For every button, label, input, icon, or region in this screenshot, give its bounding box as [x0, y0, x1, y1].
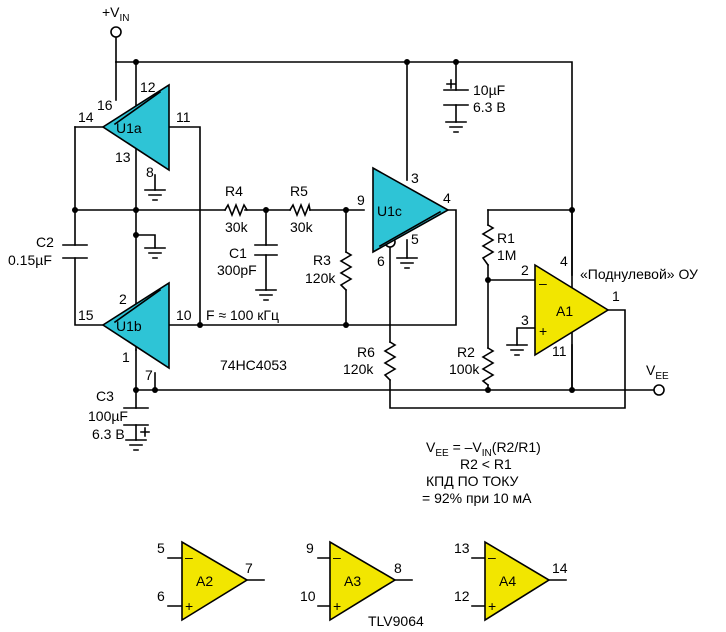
cap-10uf-value-1: 10µF — [473, 82, 505, 98]
a1-label: A1 — [556, 303, 573, 319]
formula-line-4: = 92% при 10 мА — [422, 490, 532, 506]
opamp-a4-body — [484, 540, 551, 622]
a3-pin-out-label: 8 — [394, 560, 402, 576]
r4-name: R4 — [225, 183, 243, 199]
mux-part-label: 74HC4053 — [220, 357, 287, 373]
pin-11-label: 11 — [176, 109, 191, 125]
c1-name: C1 — [229, 245, 247, 261]
a3-pin-plus-label: 10 — [300, 588, 316, 604]
c2-name: C2 — [36, 234, 54, 250]
u1b-label: U1b — [116, 318, 142, 334]
r2-value: 100k — [449, 361, 480, 377]
a4-minus-sign: – — [488, 549, 496, 565]
formula-line-3: КПД ПО ТОКУ — [426, 473, 519, 489]
r5-value: 30k — [290, 219, 314, 235]
formula-line-2: R2 < R1 — [460, 456, 512, 472]
vin-terminal — [110, 26, 122, 38]
mux-u1a — [101, 83, 170, 172]
pin-1-label: 1 — [122, 349, 130, 365]
formula-line-1: VEE = –VIN(R2/R1) — [426, 439, 541, 459]
a1-pin-2-label: 2 — [521, 262, 529, 278]
pin-16-label: 16 — [97, 97, 113, 113]
r2-name: R2 — [457, 344, 475, 360]
pin-6-label: 6 — [377, 253, 385, 269]
a3-plus-sign: + — [333, 598, 341, 614]
r6-value: 120k — [343, 361, 374, 377]
pin-14-label: 14 — [78, 109, 94, 125]
pin-8-label: 8 — [146, 164, 154, 180]
pin-9-label: 9 — [357, 192, 365, 208]
r1-value: 1M — [497, 247, 516, 263]
u1a-label: U1a — [116, 120, 142, 136]
a2-pin-minus-label: 5 — [157, 540, 165, 556]
a1-pin-4-label: 4 — [560, 253, 568, 269]
resistor-r5 — [288, 202, 311, 218]
a3-label: A3 — [344, 573, 361, 589]
pin-5-label: 5 — [411, 231, 419, 247]
r3-value: 120k — [305, 270, 336, 286]
a3-minus-sign: – — [333, 549, 341, 565]
a1-pin-11-label: 11 — [552, 343, 567, 359]
resistor-r6 — [383, 340, 397, 382]
a1-pin-3-label: 3 — [521, 312, 529, 328]
mux-u1c — [372, 166, 450, 254]
c3-value-1: 100µF — [88, 408, 128, 424]
capacitor-10uf — [443, 79, 469, 106]
pin-3-label: 3 — [411, 170, 419, 186]
opamp-description: «Поднулевой» ОУ — [580, 266, 698, 282]
capacitor-c1 — [254, 244, 278, 256]
opamp-a2-body — [181, 540, 249, 622]
resistor-r2 — [481, 346, 495, 387]
a1-minus-sign: – — [539, 275, 547, 291]
capacitor-c2 — [62, 244, 88, 259]
junction-dots — [72, 59, 575, 393]
opamp-a3-body — [329, 540, 397, 622]
a3-pin-minus-label: 9 — [306, 540, 314, 556]
cap-10uf-value-2: 6.3 В — [473, 99, 506, 115]
ground-symbols — [125, 121, 528, 451]
r3-name: R3 — [313, 252, 331, 268]
a4-label: A4 — [499, 573, 516, 589]
vee-label: VEE — [646, 362, 669, 382]
pin-13-label: 13 — [115, 149, 131, 165]
c3-value-2: 6.3 В — [92, 426, 125, 442]
r1-name: R1 — [497, 230, 515, 246]
a2-label: A2 — [196, 573, 213, 589]
c3-name: C3 — [96, 388, 114, 404]
a4-pin-out-label: 14 — [552, 560, 568, 576]
wires — [74, 37, 655, 607]
r5-name: R5 — [290, 183, 308, 199]
a2-pin-out-label: 7 — [245, 560, 253, 576]
pin-15-label: 15 — [78, 307, 94, 323]
u1c-label: U1c — [377, 203, 402, 219]
vee-terminal — [653, 384, 665, 396]
a2-plus-sign: + — [185, 598, 193, 614]
a1-pin-1-label: 1 — [612, 288, 620, 304]
capacitor-c3 — [123, 407, 150, 437]
pin-2-label: 2 — [119, 291, 127, 307]
resistor-r3 — [339, 250, 353, 292]
pin-7-label: 7 — [145, 367, 153, 383]
resistor-r1 — [481, 223, 495, 267]
a1-plus-sign: + — [539, 323, 547, 339]
a2-minus-sign: – — [185, 549, 193, 565]
frequency-label: F ≈ 100 кГц — [206, 307, 279, 323]
r6-name: R6 — [357, 344, 375, 360]
opamp-part-label: TLV9064 — [368, 613, 424, 629]
pin-4-label: 4 — [443, 190, 451, 206]
mux-u1b — [101, 281, 170, 370]
vin-label: +VIN — [102, 4, 130, 24]
c1-value: 300pF — [217, 262, 257, 278]
a4-plus-sign: + — [488, 598, 496, 614]
a2-pin-plus-label: 6 — [157, 588, 165, 604]
r4-value: 30k — [225, 219, 249, 235]
a4-pin-plus-label: 12 — [454, 588, 470, 604]
resistor-r4 — [223, 202, 249, 218]
pin-12-label: 12 — [140, 79, 156, 95]
a4-pin-minus-label: 13 — [454, 540, 470, 556]
c2-value: 0.15µF — [8, 252, 52, 268]
opamp-a1 — [534, 263, 610, 357]
pin-10-label: 10 — [176, 307, 192, 323]
